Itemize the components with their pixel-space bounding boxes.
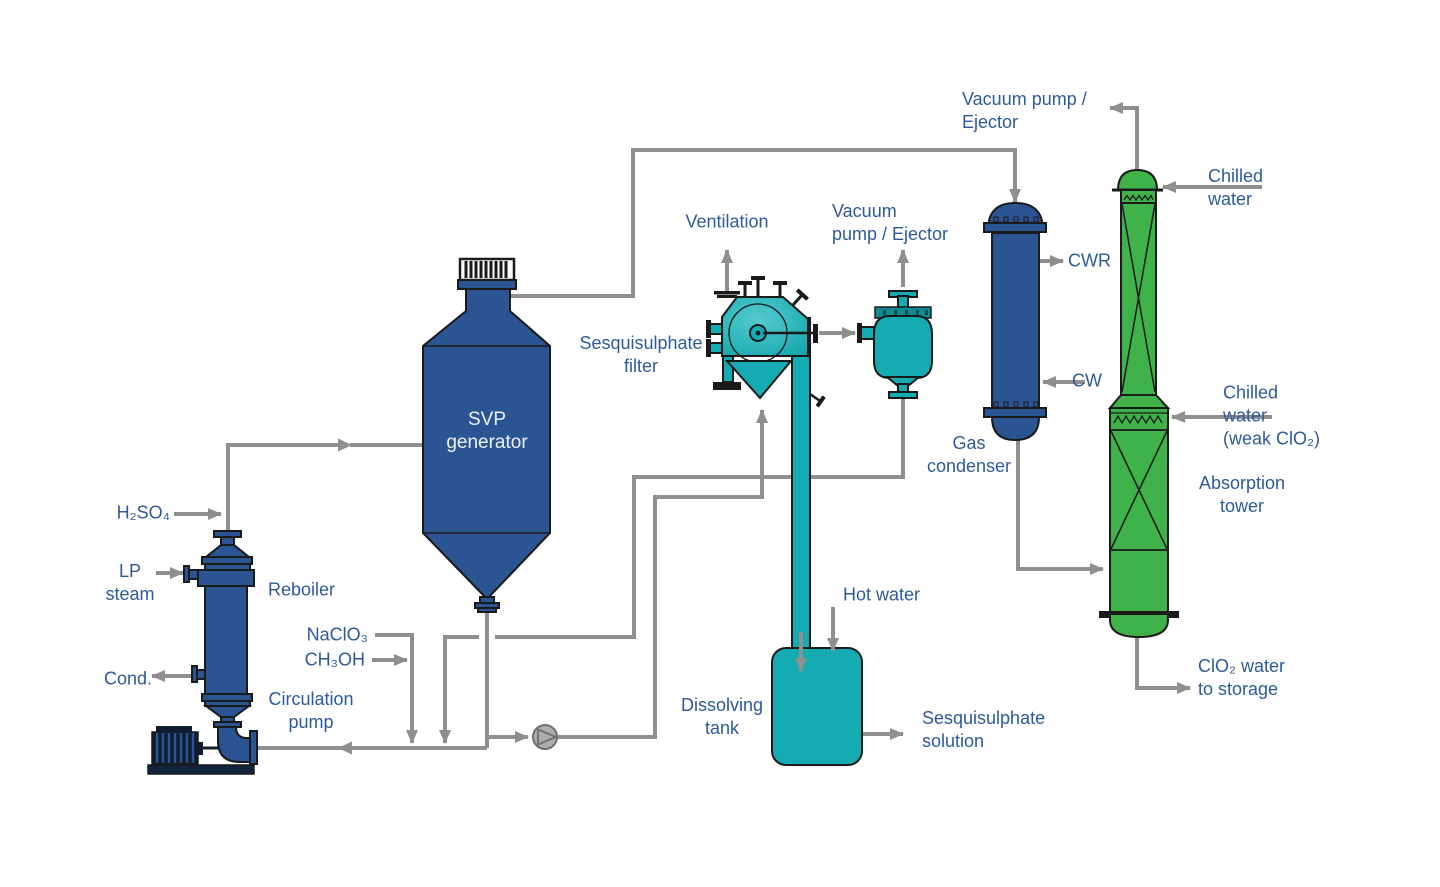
tower-lower-section	[1109, 407, 1169, 616]
reboiler-shell	[204, 585, 248, 695]
pump-elbow	[217, 726, 253, 763]
label-vacuum-pump-ejector-tower: Vacuum pump /Ejector	[962, 89, 1087, 132]
label-naclo3: NaClO₃	[306, 624, 368, 645]
filter-leg	[722, 355, 734, 383]
pump-motor	[151, 726, 219, 769]
transfer-pump	[532, 724, 559, 750]
label-reboiler: Reboiler	[268, 579, 336, 600]
svp-generator	[422, 257, 551, 613]
filter-chamfer-nozzle	[791, 288, 809, 307]
pipe-generator-gas-to-condenser	[508, 148, 1021, 298]
absorption-tower	[1099, 168, 1179, 639]
lp-steam-nozzle	[188, 569, 199, 580]
chute-valve-icon	[809, 392, 826, 408]
generator-crown	[464, 261, 508, 278]
filter-left-nozzles	[706, 320, 723, 357]
separator-body	[873, 315, 933, 379]
label-h2so4: H₂SO₄	[116, 502, 170, 523]
label-cwr: CWR	[1068, 250, 1111, 271]
label-ventilation: Ventilation	[685, 211, 769, 232]
filter-vent-nozzle	[714, 291, 740, 298]
pump-discharge-flange	[249, 730, 258, 765]
condenser-bottom-dome	[990, 416, 1041, 442]
sesquisulphate-filter	[706, 276, 826, 657]
filter-housing	[721, 296, 809, 357]
flow-arrow-to-generator	[338, 438, 352, 452]
tower-bottom-dome	[1109, 613, 1169, 639]
tower-transition	[1107, 394, 1171, 409]
condenser-shell	[991, 232, 1040, 411]
gas-condenser	[983, 201, 1047, 442]
pipe-condenser-to-tower	[1016, 438, 1104, 575]
filter-hopper	[724, 360, 794, 400]
pipe-reboiler-to-generator	[226, 443, 345, 540]
separator-inlet-nozzle	[860, 326, 875, 340]
label-cond: Cond.	[103, 668, 152, 689]
filter-foot	[713, 382, 741, 390]
dissolving-tank	[771, 647, 863, 766]
generator-body	[422, 288, 551, 601]
pump-baseplate	[147, 764, 255, 775]
filter-top-nozzles	[738, 276, 787, 298]
tower-top-dome	[1116, 168, 1159, 191]
pipe-filtrate-return-1	[495, 398, 905, 639]
flow-arrow-recirculation	[338, 741, 352, 755]
pipe-naclo3-feed	[375, 633, 418, 744]
label-cw: CW	[1072, 370, 1102, 391]
pipes	[151, 102, 1272, 755]
label-ch3oh: CH₃OH	[304, 649, 365, 670]
tower-demister	[1123, 194, 1154, 202]
vacuum-separator	[857, 290, 933, 399]
pipe-filtrate-return-2	[439, 635, 479, 744]
reboiler	[147, 530, 258, 775]
pipe-tower-offgas-to-vacuum	[1109, 102, 1139, 172]
pipe-filter-feed	[558, 409, 768, 739]
label-hot-water: Hot water	[843, 584, 921, 605]
pipe-clo2-to-storage	[1135, 634, 1191, 694]
tower-distributor	[1113, 414, 1163, 425]
filter-chute	[791, 317, 811, 657]
